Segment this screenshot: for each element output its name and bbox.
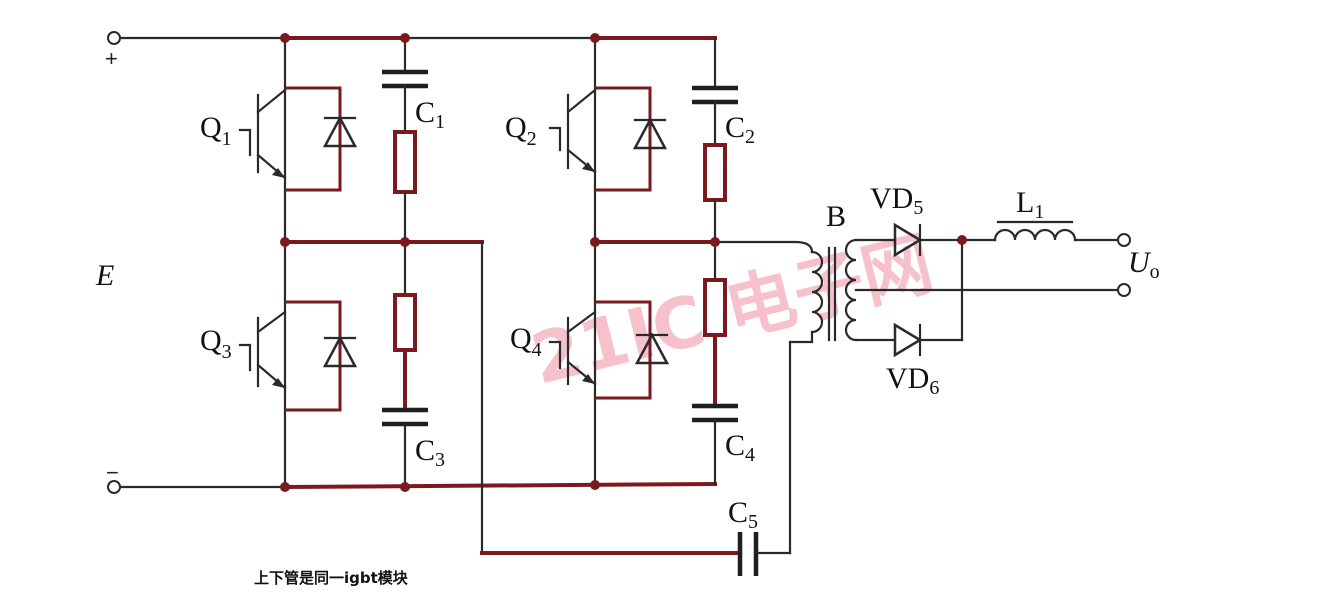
transformer-b xyxy=(810,238,1122,342)
resistor-r3 xyxy=(393,240,417,410)
watermark: 21IC 电子网 xyxy=(524,222,941,401)
capacitor-c1 xyxy=(382,36,428,134)
right-midpoint-bus xyxy=(593,240,814,254)
label-b: B xyxy=(826,200,846,233)
inductor-l1 xyxy=(960,220,1122,242)
igbt-q3 xyxy=(238,240,358,489)
resistor-r1 xyxy=(393,130,417,244)
resistor-r4 xyxy=(703,240,727,406)
label-uo: Uo xyxy=(1128,246,1160,283)
igbt-q2 xyxy=(548,36,668,244)
igbt-q1 xyxy=(238,36,358,244)
capacitor-c3 xyxy=(382,407,428,489)
label-c3: C3 xyxy=(415,434,445,471)
negative-rail xyxy=(118,481,718,490)
label-q3: Q3 xyxy=(200,324,232,363)
label-q1: Q1 xyxy=(200,111,232,150)
label-c5: C5 xyxy=(728,496,758,533)
label-q4: Q4 xyxy=(510,322,542,361)
label-c1: C1 xyxy=(415,96,445,133)
label-l1: L1 xyxy=(1016,186,1044,223)
label-q2: Q2 xyxy=(505,111,537,150)
junction-dots xyxy=(280,33,967,492)
capacitor-c4 xyxy=(692,403,738,486)
label-minus: − xyxy=(106,460,119,485)
capacitor-c5 xyxy=(737,330,814,576)
label-vd6: VD6 xyxy=(886,362,939,399)
label-vd5: VD5 xyxy=(870,182,923,219)
terminals xyxy=(107,31,1131,494)
svg-text:21IC 电子网: 21IC 电子网 xyxy=(524,222,941,401)
label-e: E xyxy=(95,259,114,292)
capacitor-c2 xyxy=(692,36,738,147)
resistor-r2 xyxy=(703,143,727,244)
caption-note: 上下管是同一igbt模块 xyxy=(254,569,409,587)
diode-vd6 xyxy=(893,238,964,358)
left-midpoint-bus xyxy=(283,240,740,555)
label-c4: C4 xyxy=(725,429,755,466)
label-c2: C2 xyxy=(725,111,755,148)
diode-vd5 xyxy=(893,222,964,258)
igbt-q4 xyxy=(548,240,670,486)
label-plus: + xyxy=(105,46,118,71)
